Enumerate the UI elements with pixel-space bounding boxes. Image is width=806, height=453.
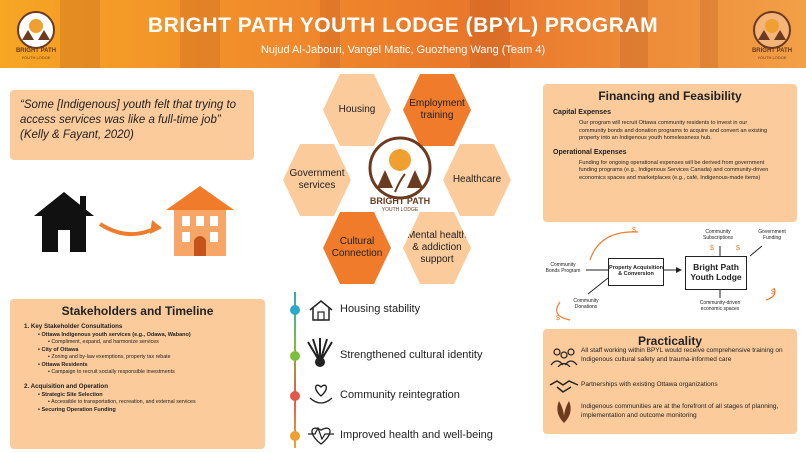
hex-housing: Housing — [323, 74, 391, 146]
outcome-item: Strengthened cultural identity — [290, 338, 530, 370]
handshake-icon — [549, 380, 579, 393]
stake-subitem: ▪ Campaign to recruit socially responsib… — [48, 369, 175, 375]
practicality-item: Partnerships with existing Ottawa organi… — [581, 381, 718, 388]
timeline-dot — [290, 351, 300, 361]
flow-subscriptions: Community Subscriptions — [702, 229, 733, 241]
feathers-icon — [557, 401, 571, 423]
stake-subitem: ▪ Accessible to transportation, recreati… — [48, 399, 196, 405]
header-banner — [0, 0, 806, 68]
house-transition-illustration — [34, 186, 234, 256]
practicality-item: All staff working within BPYL would rece… — [581, 347, 783, 363]
flow-economic: Community-driven economic spaces — [699, 300, 741, 312]
bpyl-logo-left: BRIGHT PATH YOUTH LODGE — [8, 6, 64, 62]
hex-mental-health: Mental health & addiction support — [403, 212, 471, 284]
page-authors: Nujud Al-Jabouri, Vangel Matic, Guozheng… — [260, 44, 546, 56]
dollar-icon: $ — [632, 227, 636, 234]
stake-item: • Strategic Site Selection — [38, 392, 103, 398]
center-logo-subtext: YOUTH LODGE — [381, 207, 419, 213]
quote-citation: (Kelly & Fayant, 2020) — [20, 129, 134, 141]
stake-item: • Ottawa Residents — [38, 362, 88, 368]
heartbeat-icon — [308, 426, 334, 445]
stake-section: 2. Acquisition and Operation — [24, 383, 108, 390]
hex-healthcare: Healthcare — [443, 144, 511, 216]
outcome-label: Housing stability — [340, 303, 421, 315]
logo-right-text: BRIGHT PATH — [751, 48, 793, 54]
timeline-dot — [290, 305, 300, 315]
practicality-panel: Practicality All staff working within BP… — [543, 329, 797, 434]
logo-left-subtext: YOUTH LODGE — [21, 55, 51, 60]
outcome-label: Improved health and well-being — [340, 429, 493, 441]
people-group-icon — [550, 348, 578, 367]
bpyl-logo-right: BRIGHT PATH YOUTH LODGE — [744, 6, 800, 62]
logo-left-text: BRIGHT PATH — [15, 48, 57, 54]
capital-text: Our program will recruit Ottawa communit… — [579, 120, 768, 141]
operational-heading: Operational Expenses — [553, 148, 627, 156]
outcome-item: Housing stability — [290, 298, 530, 324]
hands-heart-icon — [309, 384, 333, 404]
stake-item: • Ottawa Indigenous youth services (e.g.… — [38, 332, 191, 338]
stake-subitem: ▪ Zoning and by-law exemptions, property… — [48, 354, 171, 360]
timeline-dot — [290, 431, 300, 441]
flow-bonds: Community Bonds Program — [545, 262, 581, 274]
hex-cultural: Cultural Connection — [323, 212, 391, 284]
quote-text: “Some [Indigenous] youth felt that tryin… — [20, 99, 237, 141]
flow-gov-funding: Government Funding — [758, 229, 786, 241]
timeline-dot — [290, 391, 300, 401]
financing-title: Financing and Feasibility — [598, 89, 742, 103]
orange-house-icon — [166, 186, 234, 256]
stake-subitem: ▪ Compliment, expand, and harmonize serv… — [48, 339, 159, 345]
flow-acquisition: Property Acquisition & Conversion — [608, 258, 664, 286]
house-icon — [309, 300, 333, 321]
outcome-label: Community reintegration — [340, 389, 460, 401]
dollar-icon: $ — [710, 245, 714, 252]
financing-panel: Financing and Feasibility Capital Expens… — [543, 84, 797, 222]
dollar-icon: $ — [556, 315, 560, 322]
center-logo: BRIGHT PATH YOUTH LODGE — [355, 136, 445, 216]
capital-heading: Capital Expenses — [553, 109, 611, 116]
outcome-label: Strengthened cultural identity — [340, 349, 483, 361]
headdress-icon — [307, 338, 333, 367]
logo-right-subtext: YOUTH LODGE — [757, 55, 787, 60]
hex-government: Government services — [283, 144, 351, 216]
flow-lodge: Bright Path Youth Lodge — [685, 256, 747, 290]
outcome-timeline — [294, 292, 296, 448]
stake-item: • City of Ottawa — [38, 347, 79, 353]
quote-panel: “Some [Indigenous] youth felt that tryin… — [10, 90, 254, 160]
outcome-item: Improved health and well-being — [290, 424, 530, 450]
hex-employment: Employment training — [403, 74, 471, 146]
dollar-icon: $ — [736, 245, 740, 252]
dollar-icon: $ — [771, 289, 775, 296]
stakeholders-title: Stakeholders and Timeline — [61, 304, 214, 318]
black-house-icon — [34, 192, 94, 252]
operational-text: Funding for ongoing operational expenses… — [579, 159, 769, 181]
outcome-item: Community reintegration — [290, 384, 530, 410]
arrow-icon — [98, 222, 157, 236]
practicality-title: Practicality — [637, 334, 703, 348]
page-title: BRIGHT PATH YOUTH LODGE (BPYL) PROGRAM — [147, 14, 659, 37]
stake-section: 1. Key Stakeholder Consultations — [24, 323, 123, 330]
flow-donations: Community Donations — [573, 298, 599, 310]
center-logo-text: BRIGHT PATH — [369, 196, 431, 206]
stakeholders-panel: Stakeholders and Timeline 1. Key Stakeho… — [10, 299, 265, 449]
practicality-item: Indigenous communities are at the forefr… — [581, 403, 779, 419]
stake-item: • Securing Operation Funding — [38, 407, 116, 413]
